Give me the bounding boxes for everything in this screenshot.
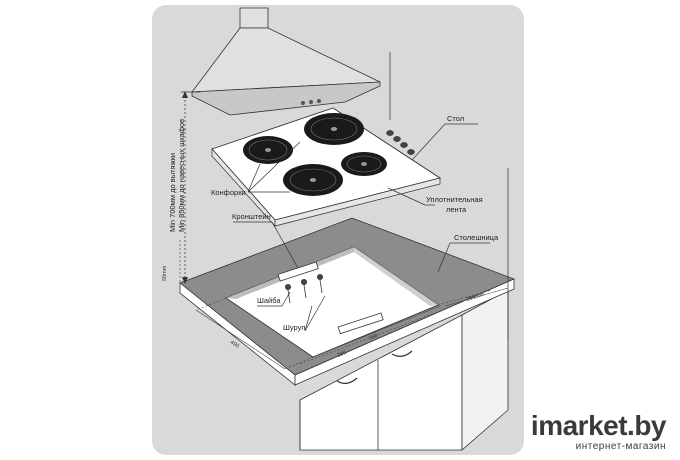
label-burners: Конфорки [211,188,246,197]
note-cabinet-min: Min 850мм до навесных шкафов [177,119,186,232]
burners [243,113,387,196]
watermark-brand: imarket.by [530,410,667,441]
cabinet [299,289,509,451]
label-countertop: Столешница [454,233,499,242]
label-seal-line1: Уплотнительная [426,195,483,204]
burner-back-right [304,113,364,145]
note-hood-min: Min 700мм до вытяжки [168,153,177,232]
label-glass: Стол [447,114,464,123]
dim-thickness: 50mm [162,265,168,281]
dim-side: 200mm [466,292,486,303]
dim-depth-1: 280 [337,350,348,359]
burner-back-left [243,136,293,164]
dim-width-1: 560 [369,333,380,342]
label-screw: Шуруп [283,323,305,332]
label-seal-line2: лента [446,205,467,214]
label-washer: Шайба [257,296,281,305]
label-bracket: Кронштейн [232,212,271,221]
burner-front-right [341,152,387,176]
wall-lines [389,52,509,340]
leader-lines [233,123,490,332]
watermark: imarket.by интернет-магазин [530,410,667,453]
watermark-tagline: интернет-магазин [575,441,666,452]
dimension-guides [179,240,509,370]
height-dimension [181,91,200,284]
dim-width-2: 490 [229,340,240,350]
burner-front-left [283,164,343,196]
control-knobs [386,130,415,155]
cooker-hood [191,7,381,116]
bracket-parts [277,261,384,335]
